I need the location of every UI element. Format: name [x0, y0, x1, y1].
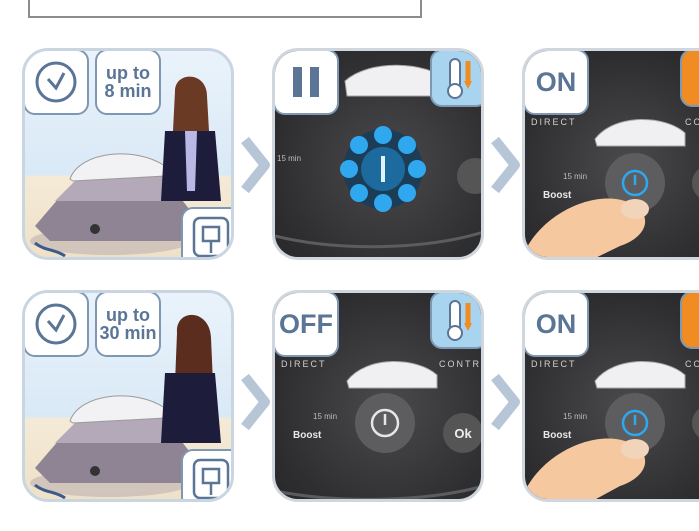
- scene-panel-row2: up to 30 min: [22, 290, 234, 502]
- plug-icon: [191, 457, 231, 501]
- thermometer-tile: [430, 291, 484, 349]
- plug-icon: [191, 215, 231, 259]
- off-tile: OFF: [273, 291, 339, 357]
- control-panel-row1-mid: 15 min: [272, 48, 484, 260]
- duration-line1: up to: [106, 64, 150, 82]
- on-label: ON: [536, 309, 577, 340]
- off-label: OFF: [279, 309, 333, 340]
- min15-label: 15 min: [277, 154, 301, 163]
- on-tile: ON: [523, 291, 589, 357]
- control-panel-row2-right: DIRECT CO Boost 15 min ON: [522, 290, 699, 502]
- chevron-right-icon: [490, 135, 520, 195]
- min15-label: 15 min: [563, 172, 587, 181]
- boost-label: Boost: [543, 190, 571, 201]
- clock-tile: [23, 291, 89, 357]
- thermometer-tile: [430, 49, 484, 107]
- thermometer-icon: [432, 51, 484, 105]
- plug-tile: [181, 449, 234, 502]
- min15-label: 15 min: [563, 412, 587, 421]
- clock-icon: [33, 59, 79, 105]
- plug-tile: [181, 207, 234, 260]
- duration-tile: up to 8 min: [95, 49, 161, 115]
- clock-icon: [33, 301, 79, 347]
- clock-tile: [23, 49, 89, 115]
- on-label: ON: [536, 67, 577, 98]
- pause-tile: [273, 49, 339, 115]
- control-panel-row1-right: DIRECT CO Boost 15 min ON: [522, 48, 699, 260]
- control-panel-row2-mid: DIRECT CONTR Boost 15 min Ok OFF: [272, 290, 484, 502]
- pause-icon: [290, 65, 322, 99]
- boost-label: Boost: [293, 430, 321, 441]
- boost-label: Boost: [543, 430, 571, 441]
- orange-indicator-tile: [680, 291, 699, 349]
- orange-indicator-tile: [680, 49, 699, 107]
- chevron-right-icon: [240, 372, 270, 432]
- thermometer-icon: [432, 293, 484, 347]
- duration-line2: 8 min: [104, 82, 151, 100]
- top-frame: [28, 0, 422, 18]
- duration-line1: up to: [106, 306, 150, 324]
- chevron-right-icon: [240, 135, 270, 195]
- on-tile: ON: [523, 49, 589, 115]
- scene-panel-row1: up to 8 min: [22, 48, 234, 260]
- duration-line2: 30 min: [99, 324, 156, 342]
- ok-button: Ok: [443, 413, 483, 453]
- chevron-right-icon: [490, 372, 520, 432]
- min15-label: 15 min: [313, 412, 337, 421]
- duration-tile: up to 30 min: [95, 291, 161, 357]
